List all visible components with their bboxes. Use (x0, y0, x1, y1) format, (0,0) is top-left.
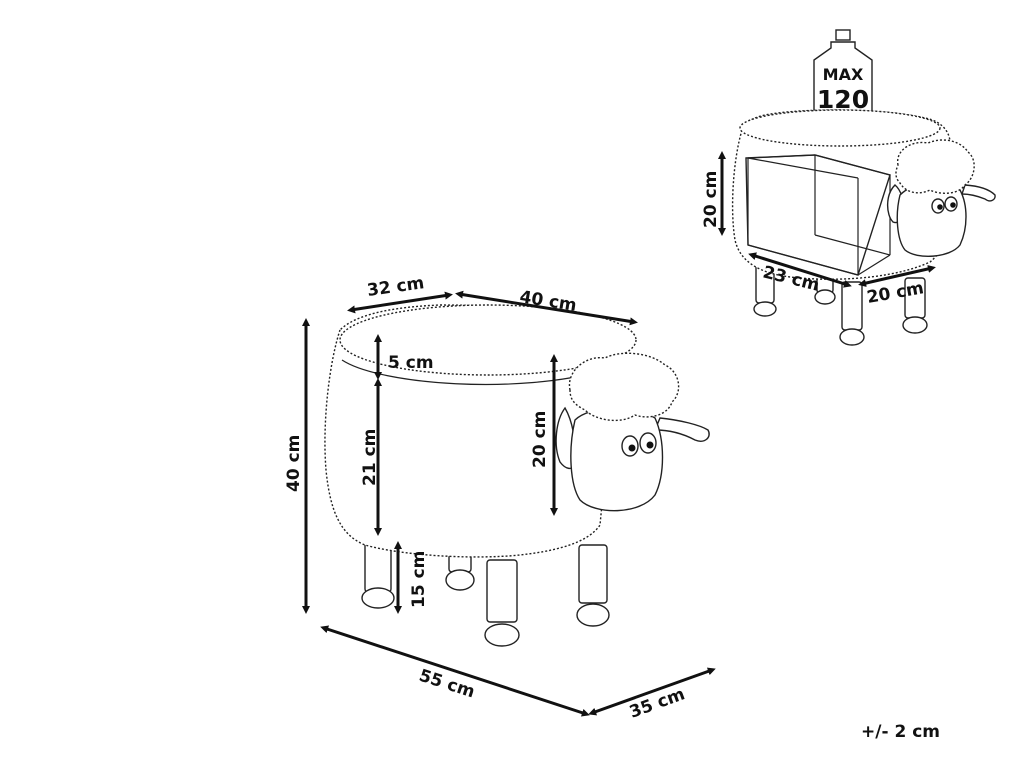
tolerance-note: +/- 2 cm (861, 722, 940, 742)
sheep-eye-right (639, 432, 657, 454)
arrow-32 (347, 291, 453, 314)
weight-max-label: MAX (823, 65, 864, 84)
storage-arrow-20-width (858, 264, 936, 288)
front-leg-left (484, 559, 520, 647)
sheep-head (555, 352, 710, 512)
label-55: 55 cm (416, 666, 477, 703)
label-5: 5 cm (388, 353, 434, 373)
storage-front-leg-left (839, 281, 865, 346)
label-20-height: 20 cm (530, 411, 550, 468)
sheep-eye-left (621, 435, 639, 457)
main-sheep-stool (324, 304, 710, 647)
main-dimension-lines (302, 290, 716, 717)
arrow-55 (320, 625, 590, 717)
label-21: 21 cm (360, 429, 380, 486)
storage-label-20-height: 20 cm (701, 171, 721, 228)
arrow-35 (588, 667, 716, 716)
weight-value: 120 (817, 85, 869, 114)
storage-rim (739, 109, 941, 147)
storage-view: MAX 120 kg (701, 29, 996, 346)
label-15: 15 cm (409, 551, 429, 608)
label-32: 32 cm (366, 273, 426, 301)
storage-arrow-23 (748, 252, 852, 288)
front-leg-right (576, 544, 610, 627)
arrow-40-width (455, 290, 638, 326)
label-40-height: 40 cm (284, 435, 304, 492)
storage-sheep-head (886, 139, 996, 258)
